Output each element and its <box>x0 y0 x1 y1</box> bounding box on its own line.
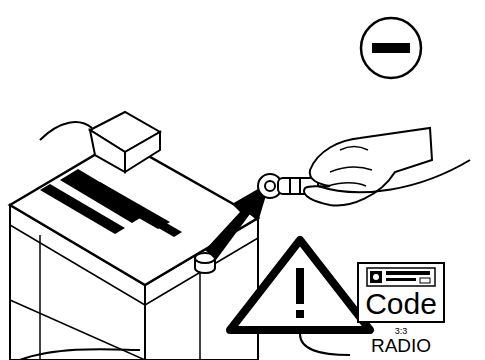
radio-label: RADIO <box>371 336 431 355</box>
warning-triangle <box>230 240 370 330</box>
battery-cable <box>318 160 470 192</box>
code-example: 3:3 <box>395 327 408 336</box>
hand <box>304 128 432 205</box>
code-text: Code <box>359 287 443 321</box>
radio-code-box: Code <box>357 262 445 323</box>
radio-icon <box>366 267 436 287</box>
negative-symbol <box>361 18 421 78</box>
battery-top-stripes <box>40 169 182 237</box>
